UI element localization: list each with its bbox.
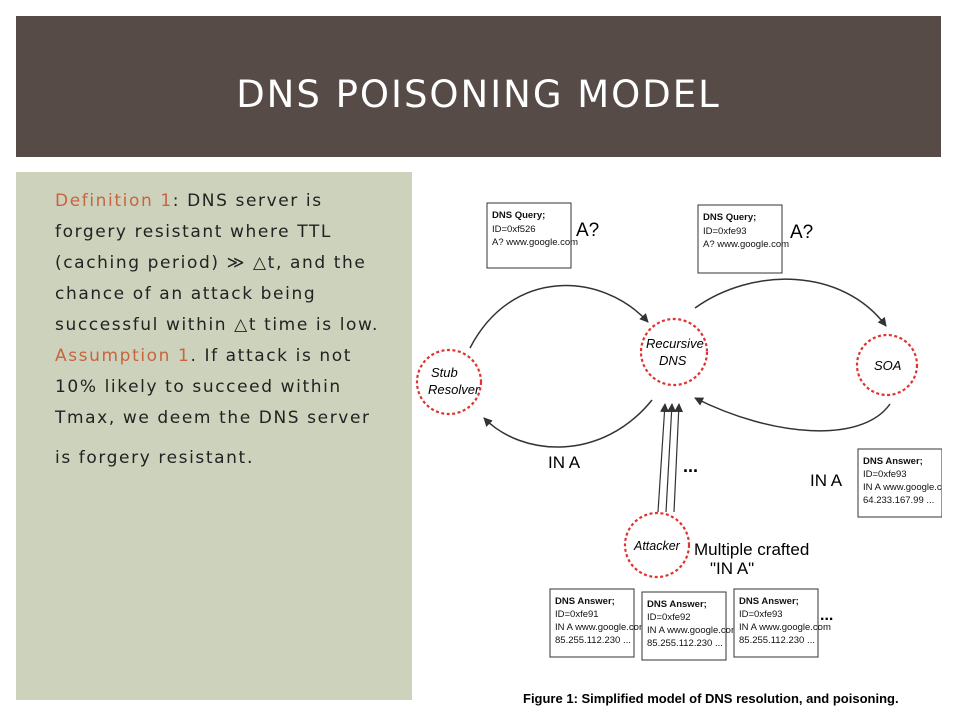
assumption-final-mark: . [246,447,255,468]
answer-box-soa [857,448,943,518]
forged-answer-box-3-line4: 85.255.112.230 ... [739,635,815,646]
forged-answer-box-2-line3: IN A www.google.com [647,625,739,636]
forged-answer-box-1-line1: DNS Answer; [555,596,615,607]
query-label-left: A? [576,220,599,241]
forged-answer-box-2-line4: 85.255.112.230 ... [647,638,723,649]
definition-label: Definition 1 [55,191,173,211]
assumption-body: . If attack is not 10% likely to succeed… [55,346,371,468]
ellipsis-bottom: ... [820,607,833,624]
query-box-1-line2: ID=0xf526 [492,224,536,235]
forged-answer-box-3-line3: IN A www.google.com [739,622,831,633]
page-title: DNS POISONING MODEL [236,73,721,116]
recursive-dns-label-line1: Recursive [646,336,704,351]
stub-resolver-node [415,348,483,416]
definition-body: : DNS server is forgery resistant where … [55,191,379,335]
forged-answer-box-2-line2: ID=0xfe92 [647,612,691,623]
dns-diagram-svg: Stub Resolver Recursive DNS SOA Attacker… [415,202,955,706]
soa-label: SOA [874,358,901,373]
answer-box-soa-line1: DNS Answer; [863,456,923,467]
forged-answer-box-2-line1: DNS Answer; [647,599,707,610]
stub-resolver-label-line2: Resolver [428,382,480,397]
query-box-1-line1: DNS Query; [492,210,545,221]
multiple-crafted-label-line1: Multiple crafted [694,540,809,559]
recursive-dns-node [639,317,709,387]
assumption-label: Assumption 1 [55,346,191,366]
answer-box-soa-line2: ID=0xfe93 [863,469,907,480]
figure-caption: Figure 1: Simplified model of DNS resolu… [523,691,899,706]
soa-node [855,333,919,397]
query-box-1 [486,202,572,269]
forged-answer-box-1 [549,588,635,658]
answer-label-left: IN A [548,453,581,472]
text-panel [16,172,412,700]
stub-resolver-label-line1: Stub [431,365,458,380]
forged-answer-box-1-line2: ID=0xfe91 [555,609,599,620]
arrow-stub-to-recursive [469,284,649,349]
title-bar: DNS POISONING MODEL [16,16,941,157]
query-box-2-line3: A? www.google.com [703,239,789,250]
forged-answer-box-3-line2: ID=0xfe93 [739,609,783,620]
arrow-attacker-3 [673,403,684,513]
multiple-crafted-label-line2: "IN A" [710,559,754,578]
assumption-paragraph: Assumption 1. If attack is not 10% likel… [55,341,385,474]
query-label-right: A? [790,222,813,243]
attacker-node [623,511,691,579]
query-box-2 [697,204,783,274]
arrow-soa-to-recursive [694,397,891,432]
definition-paragraph: Definition 1: DNS server is forgery resi… [55,186,385,341]
answer-box-soa-line3: IN A www.google.com [863,482,942,493]
arrow-attacker-2 [665,403,677,513]
definition-text-block: Definition 1: DNS server is forgery resi… [55,186,385,474]
arrow-attacker-1 [657,403,669,513]
attacker-label: Attacker [633,539,681,553]
recursive-dns-label-line2: DNS [659,353,687,368]
arrow-recursive-to-stub [483,399,653,448]
forged-answer-box-3-line1: DNS Answer; [739,596,799,607]
query-box-2-line1: DNS Query; [703,212,756,223]
ellipsis-middle: ... [683,456,698,476]
forged-answer-box-1-line4: 85.255.112.230 ... [555,635,631,646]
query-box-1-line3: A? www.google.com [492,237,578,248]
query-box-2-line2: ID=0xfe93 [703,226,747,237]
dns-diagram: Stub Resolver Recursive DNS SOA Attacker… [412,172,955,712]
answer-label-right: IN A [810,471,843,490]
arrow-recursive-to-soa [694,278,887,327]
answer-box-soa-line4: 64.233.167.99 ... [863,495,934,506]
forged-answer-box-1-line3: IN A www.google.com [555,622,647,633]
forged-answer-box-3 [733,588,819,658]
forged-answer-box-2 [641,591,727,661]
